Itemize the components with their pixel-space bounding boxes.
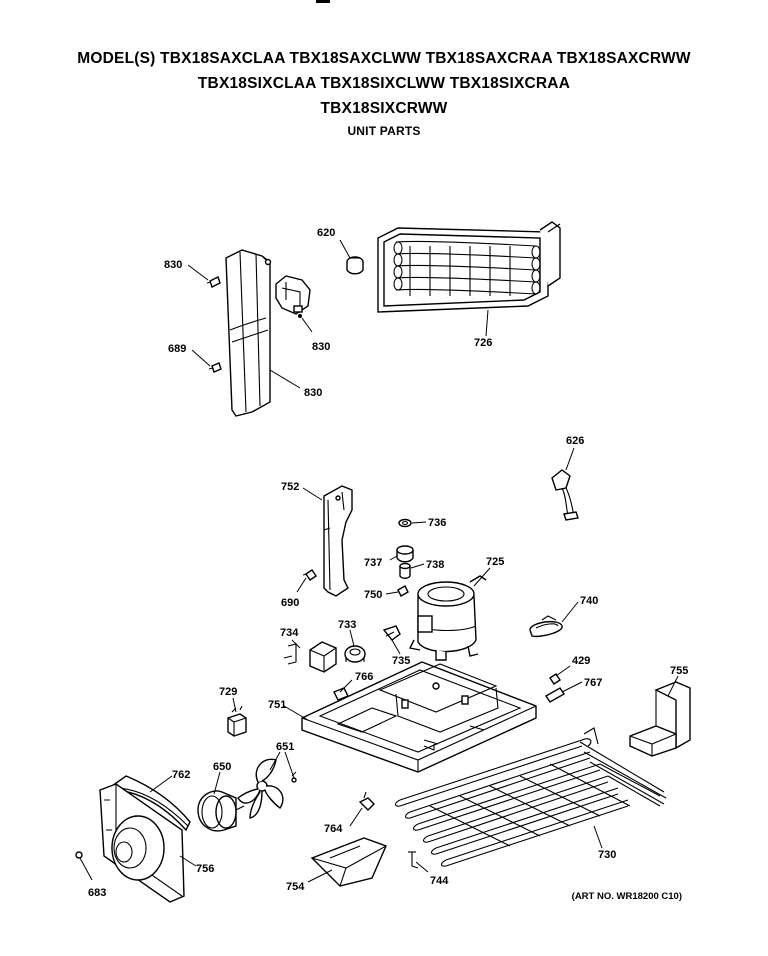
part-751-base-pan xyxy=(301,661,537,773)
callout-734: 734 xyxy=(280,627,299,639)
part-764-clip xyxy=(358,791,375,811)
callout-690: 690 xyxy=(281,597,299,609)
part-752-support-bracket xyxy=(323,485,353,597)
callout-725: 725 xyxy=(486,556,504,568)
part-756-fan-shroud xyxy=(99,783,185,903)
callout-744: 744 xyxy=(430,875,449,887)
part-683-screw xyxy=(75,851,83,859)
part-762-gasket-strip xyxy=(110,775,191,832)
callout-726: 726 xyxy=(474,337,492,349)
part-626-cord xyxy=(551,469,579,521)
part-738-sleeve xyxy=(399,562,411,579)
part-830-screw xyxy=(206,276,221,288)
part-725-compressor xyxy=(408,575,487,661)
part-730-condenser-coil xyxy=(394,727,667,867)
section-title: UNIT PARTS xyxy=(347,124,421,138)
callout-labels: 830 620 830 689 830 726 626 752 736 737 … xyxy=(88,227,688,899)
part-729-capacitor xyxy=(227,705,247,737)
callout-830-screw: 830 xyxy=(164,259,182,271)
part-689-screw xyxy=(208,362,222,373)
part-830-relay-block xyxy=(275,275,311,318)
part-740-tube xyxy=(529,615,563,638)
callout-736: 736 xyxy=(428,517,446,529)
callout-683: 683 xyxy=(88,887,106,899)
callout-737: 737 xyxy=(364,557,382,569)
callout-762: 762 xyxy=(172,769,190,781)
callout-830-bracket: 830 xyxy=(304,387,322,399)
leader-lines xyxy=(79,239,679,883)
part-830-channel-bracket xyxy=(225,249,272,417)
part-750-screw xyxy=(397,585,409,597)
callout-730: 730 xyxy=(598,849,616,861)
callout-650: 650 xyxy=(213,761,231,773)
callout-689: 689 xyxy=(168,343,186,355)
part-651-fan-blade xyxy=(237,758,297,819)
callout-752: 752 xyxy=(281,481,299,493)
part-620-thermostat xyxy=(346,256,364,275)
part-754-drain-pan xyxy=(310,837,387,887)
model-list-line-1: MODEL(S) TBX18SAXCLAA TBX18SAXCLWW TBX18… xyxy=(77,50,691,67)
callout-766: 766 xyxy=(355,671,373,683)
part-726-coil-assembly xyxy=(377,221,561,313)
art-number: (ART NO. WR18200 C10) xyxy=(571,891,682,902)
callout-754: 754 xyxy=(286,881,305,893)
callout-735: 735 xyxy=(392,655,410,667)
part-734-relay xyxy=(283,641,337,673)
callout-651: 651 xyxy=(276,741,294,753)
part-755-angle-bracket xyxy=(629,681,691,757)
callout-830-relay: 830 xyxy=(312,341,330,353)
part-737-bushing xyxy=(396,545,414,563)
model-list-line-3: TBX18SIXCRWW xyxy=(320,100,448,117)
callout-429: 429 xyxy=(572,655,590,667)
part-767-clip xyxy=(545,687,565,703)
callout-620: 620 xyxy=(317,227,335,239)
part-650-fan-motor xyxy=(197,790,245,832)
part-733-overload xyxy=(344,645,366,663)
part-429-screw xyxy=(549,673,561,685)
callout-626: 626 xyxy=(566,435,584,447)
callout-767: 767 xyxy=(584,677,602,689)
callout-755: 755 xyxy=(670,665,688,677)
callout-750: 750 xyxy=(364,589,382,601)
callout-729: 729 xyxy=(219,686,237,698)
callout-738: 738 xyxy=(426,559,444,571)
callout-733: 733 xyxy=(338,619,356,631)
part-735-clip xyxy=(382,625,401,641)
part-690-screw xyxy=(302,569,317,581)
model-list-line-2: TBX18SIXCLAA TBX18SIXCLWW TBX18SIXCRAA xyxy=(197,75,571,92)
callout-751: 751 xyxy=(268,699,286,711)
part-744-clip xyxy=(408,851,419,869)
callout-740: 740 xyxy=(580,595,598,607)
callout-756: 756 xyxy=(196,863,214,875)
top-edge-mark xyxy=(316,0,330,3)
part-736-grommet xyxy=(398,518,412,528)
callout-764: 764 xyxy=(324,823,343,835)
